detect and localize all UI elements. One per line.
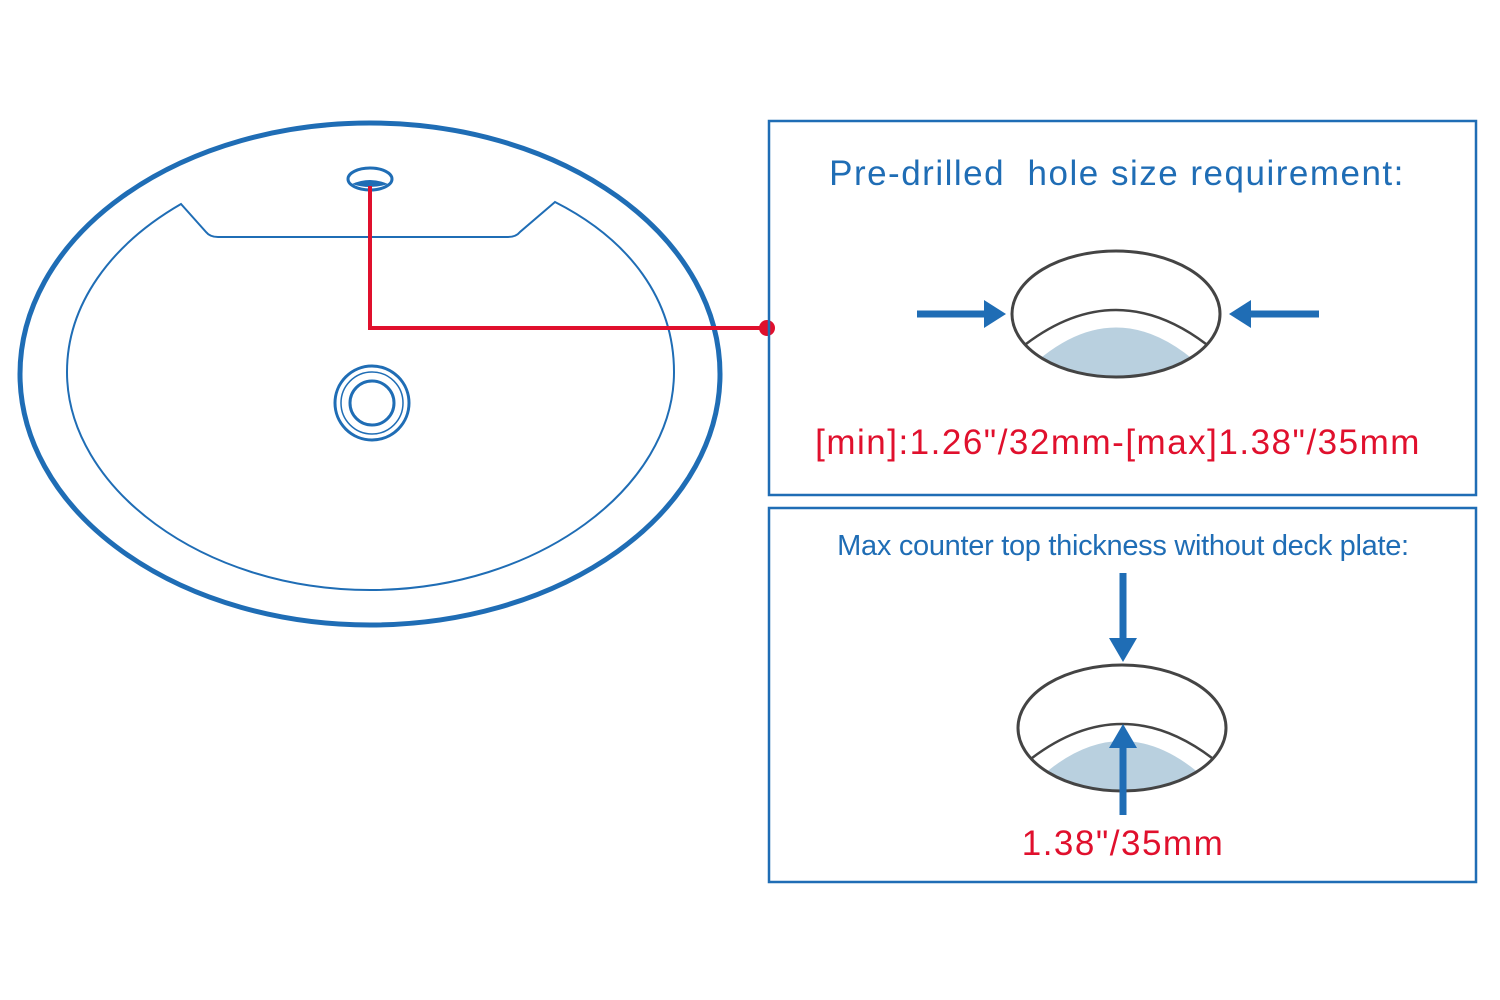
drain-icon — [333, 364, 411, 442]
arrow-up-icon — [1109, 724, 1137, 815]
sink-inner-basin — [65, 200, 676, 592]
callout-leader — [368, 186, 775, 336]
thickness-panel-title: Max counter top thickness without deck p… — [837, 530, 1409, 562]
hole-size-spec: [min]:1.26"/32mm-[max]1.38"/35mm — [815, 423, 1421, 462]
thickness-spec: 1.38"/35mm — [1022, 824, 1225, 863]
sink-outer-rim — [17, 120, 723, 628]
hole-size-panel: Pre-drilled hole size requirement: [min]… — [767, 119, 1478, 497]
arrow-right-icon — [917, 300, 1006, 328]
arrow-down-icon — [1109, 573, 1137, 662]
callout-dot — [759, 320, 775, 336]
arrow-left-icon — [1229, 300, 1319, 328]
thickness-panel: Max counter top thickness without deck p… — [767, 506, 1478, 884]
hole-illustration — [1010, 249, 1222, 379]
hole-size-panel-title: Pre-drilled hole size requirement: — [829, 154, 1405, 193]
